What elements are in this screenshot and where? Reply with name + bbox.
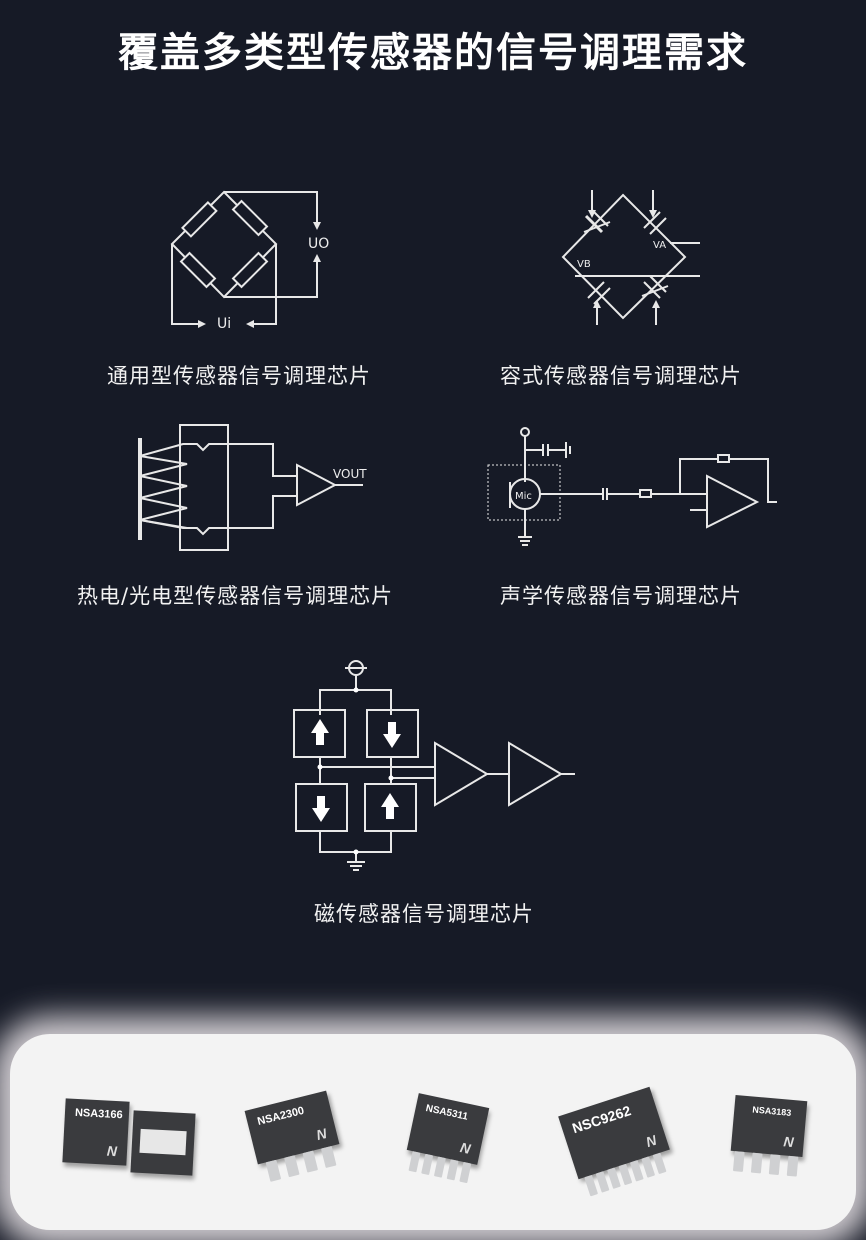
vb-label: VB <box>577 259 591 270</box>
brand-logo-icon: N <box>782 1133 795 1151</box>
product-chip-nsa3166-bottom <box>130 1110 196 1176</box>
capacitive-bridge-diagram: VA VB <box>560 180 710 330</box>
input-voltage-label: Ui <box>217 316 231 332</box>
output-voltage-label: UO <box>308 236 329 252</box>
caption-capacitive-sensor: 容式传感器信号调理芯片 <box>500 364 742 388</box>
product-chip-nsa3183: NSA3183 N <box>730 1094 808 1177</box>
caption-acoustic-sensor: 声学传感器信号调理芯片 <box>500 584 742 608</box>
mic-label: Mic <box>515 491 532 502</box>
caption-thermo-photo-sensor: 热电/光电型传感器信号调理芯片 <box>77 584 394 608</box>
page-title: 覆盖多类型传感器的信号调理需求 <box>118 30 748 76</box>
arrow-up-icon <box>311 719 329 745</box>
vout-label: VOUT <box>333 467 367 481</box>
microphone-amplifier-diagram: Mic <box>485 420 785 560</box>
magnetic-bridge-amplifier-diagram <box>285 655 585 875</box>
wheatstone-bridge-diagram: UO Ui <box>160 180 360 340</box>
arrow-down-icon <box>383 722 401 748</box>
brand-logo-icon: N <box>106 1142 118 1160</box>
va-label: VA <box>653 240 666 251</box>
brand-logo-icon: N <box>458 1139 472 1157</box>
product-chip-nsa3166: NSA3166 N <box>62 1098 130 1166</box>
brand-logo-icon: N <box>643 1131 659 1151</box>
arrow-up-icon <box>381 793 399 819</box>
arrow-down-icon <box>312 796 330 822</box>
brand-logo-icon: N <box>314 1125 329 1144</box>
caption-general-sensor: 通用型传感器信号调理芯片 <box>107 364 371 388</box>
thermopile-amplifier-diagram: VOUT <box>125 420 375 560</box>
caption-magnetic-sensor: 磁传感器信号调理芯片 <box>314 902 534 926</box>
product-showcase: NSA3166 N NSA2300 N NSA5311 N NSC9262 N … <box>0 1020 866 1240</box>
